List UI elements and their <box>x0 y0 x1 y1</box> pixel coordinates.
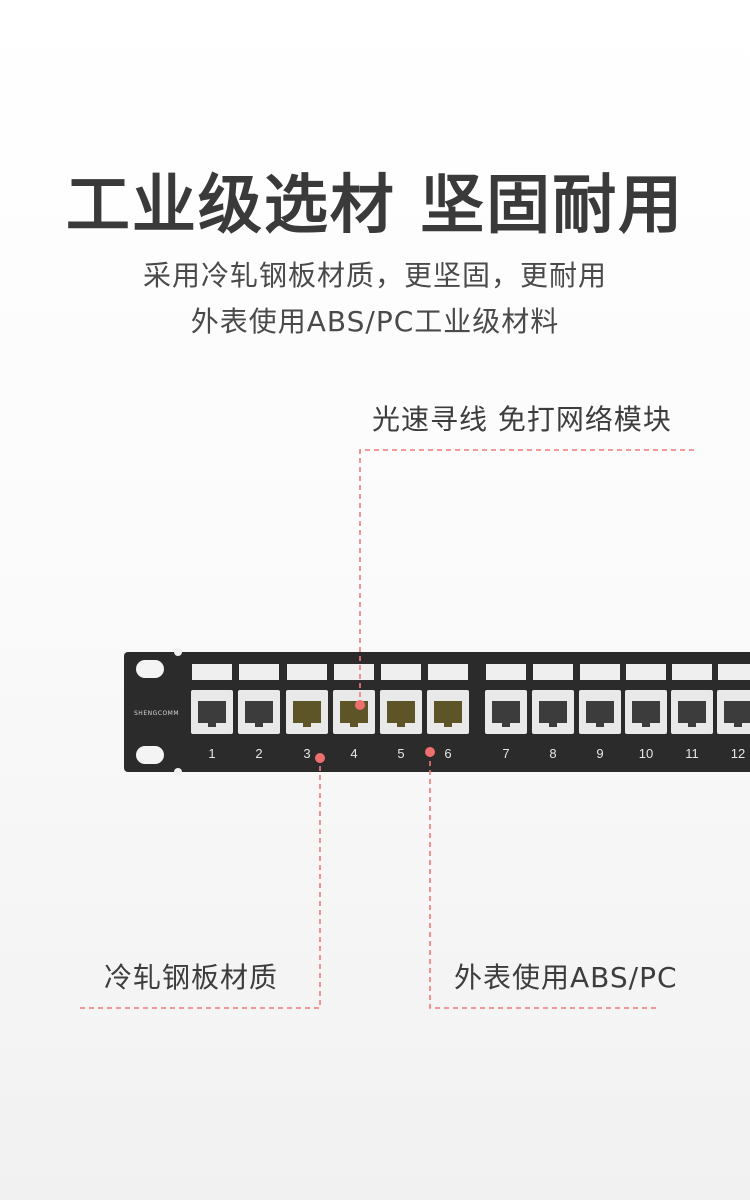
rj45-port <box>380 690 422 734</box>
port-number: 9 <box>596 746 604 761</box>
callout-left-label: 冷轧钢板材质 <box>104 961 279 994</box>
port-number: 7 <box>502 746 510 761</box>
rj45-jack-icon <box>632 701 660 727</box>
panel-notch-top <box>174 648 182 656</box>
rj45-port <box>579 690 621 734</box>
port-label-strip <box>533 664 573 680</box>
rj45-jack-icon <box>539 701 567 727</box>
port-label-strip <box>239 664 279 680</box>
port-number: 12 <box>730 746 746 761</box>
rj45-port <box>191 690 233 734</box>
rj45-port <box>238 690 280 734</box>
page-title: 工业级选材 坚固耐用 <box>65 169 685 243</box>
rj45-port <box>532 690 574 734</box>
callout-dot-right <box>425 747 435 757</box>
callout-line-top <box>359 449 694 702</box>
callout-line-right <box>429 752 660 1009</box>
mount-hole-top <box>136 660 164 678</box>
rj45-jack-icon <box>293 701 321 727</box>
rj45-port <box>286 690 328 734</box>
callout-top-label: 光速寻线 免打网络模块 <box>372 403 672 436</box>
port-number: 1 <box>208 746 216 761</box>
port-number: 4 <box>350 746 358 761</box>
port-label-strip <box>334 664 374 680</box>
port-number: 8 <box>549 746 557 761</box>
port-label-strip <box>192 664 232 680</box>
port-label-strip <box>381 664 421 680</box>
port-number: 3 <box>303 746 311 761</box>
subtitle-line-1: 采用冷轧钢板材质，更坚固，更耐用 <box>142 259 607 292</box>
rj45-port <box>717 690 750 734</box>
brand-logo: SHENGCOMM <box>134 710 180 717</box>
rj45-port <box>427 690 469 734</box>
rj45-jack-icon <box>586 701 614 727</box>
rj45-jack-icon <box>492 701 520 727</box>
rj45-jack-icon <box>724 701 750 727</box>
port-number: 2 <box>255 746 263 761</box>
subtitle-line-2: 外表使用ABS/PC工业级材料 <box>190 305 560 338</box>
rj45-jack-icon <box>387 701 415 727</box>
callout-right-label: 外表使用ABS/PC <box>454 961 678 994</box>
callout-line-left <box>80 758 321 1009</box>
rj45-jack-icon <box>434 701 462 727</box>
mount-hole-bottom <box>136 746 164 764</box>
callout-dot-top <box>355 700 365 710</box>
port-number: 5 <box>397 746 405 761</box>
rj45-port <box>671 690 713 734</box>
port-number: 6 <box>444 746 452 761</box>
port-number: 10 <box>638 746 654 761</box>
port-number: 11 <box>685 746 699 761</box>
port-label-strip <box>428 664 468 680</box>
rj45-jack-icon <box>678 701 706 727</box>
rj45-jack-icon <box>245 701 273 727</box>
port-label-strip <box>626 664 666 680</box>
rj45-jack-icon <box>198 701 226 727</box>
rj45-port <box>625 690 667 734</box>
panel-notch-bottom <box>174 768 182 776</box>
port-label-strip <box>718 664 750 680</box>
rj45-port <box>485 690 527 734</box>
port-label-strip <box>672 664 712 680</box>
port-label-strip <box>287 664 327 680</box>
port-label-strip <box>486 664 526 680</box>
port-label-strip <box>580 664 620 680</box>
callout-dot-left <box>315 753 325 763</box>
